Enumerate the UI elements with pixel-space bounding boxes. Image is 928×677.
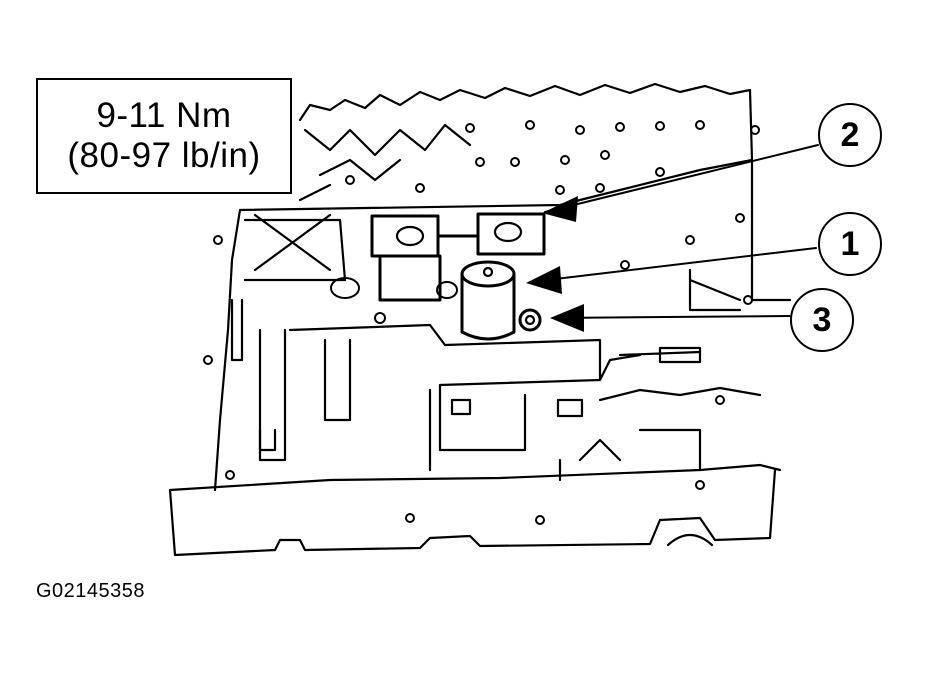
leader-line-1: [529, 247, 817, 283]
fluid-line: [618, 346, 702, 364]
bolt-hole: [735, 213, 745, 223]
arrowhead-3: [550, 304, 584, 332]
callout-1: 1: [818, 212, 882, 276]
torque-imperial: (80-97 lb/in): [67, 136, 261, 175]
bolt-hole: [555, 185, 565, 195]
bolt-hole: [510, 157, 520, 167]
leader-line-3: [552, 315, 791, 319]
bolt-hole: [620, 260, 630, 270]
callout-2: 2: [818, 103, 882, 167]
callout-3: 3: [790, 288, 854, 352]
mount-boss: [436, 281, 458, 299]
bolt-hole: [655, 121, 665, 131]
bolt-hole: [225, 470, 235, 480]
side-tube: [230, 298, 277, 452]
leader-line-2: [544, 144, 819, 213]
bolt-hole: [695, 480, 705, 490]
solenoid-body: [460, 272, 516, 341]
bolt-hole: [750, 125, 760, 135]
solenoid-bracket-right: [476, 212, 546, 256]
bracket-bridge: [378, 234, 480, 302]
small-cutout-1: [450, 398, 472, 416]
bottom-hook: [666, 533, 714, 547]
solenoid-top: [460, 260, 516, 288]
bolt-hole: [685, 235, 695, 245]
bracket-hole-left: [395, 225, 425, 247]
solenoid-pin: [482, 266, 494, 278]
figure-code: G02145358: [36, 580, 146, 602]
bolt-hole: [203, 355, 213, 365]
retaining-bolt: [518, 308, 542, 332]
bolt-hole: [213, 235, 223, 245]
bolt-hole: [715, 395, 725, 405]
bolt-hole: [595, 183, 605, 193]
bolt-hole: [695, 120, 705, 130]
mount-boss: [330, 277, 360, 299]
bolt-hole: [600, 150, 610, 160]
small-cutout-2: [556, 398, 584, 418]
bolt-hole: [560, 155, 570, 165]
bolt-hole: [465, 123, 475, 133]
bolt-hole: [575, 125, 585, 135]
arrowhead-1: [526, 266, 562, 294]
lower-right-detail: [558, 386, 762, 482]
torque-spec-box: 9-11 Nm (80-97 lb/in): [36, 78, 292, 194]
x-brace: [243, 213, 347, 282]
casting-ribs: [298, 123, 472, 202]
solenoid-bracket-left: [370, 214, 440, 258]
bolt-hole: [525, 120, 535, 130]
right-edge-detail: [688, 268, 742, 312]
torque-metric: 9-11 Nm: [96, 96, 232, 135]
casting-outline-top: [298, 82, 754, 162]
bolt-hole: [475, 157, 485, 167]
bolt-hole: [743, 295, 753, 305]
bolt-hole: [415, 183, 425, 193]
bolt-hole: [615, 122, 625, 132]
bracket-hole-right: [493, 221, 523, 243]
bolt-hole: [535, 515, 545, 525]
bolt-hole: [345, 175, 355, 185]
bolt-hole: [655, 167, 665, 177]
retaining-bolt-head: [524, 314, 536, 326]
arrowhead-2: [542, 196, 578, 222]
bolt-hole: [374, 312, 386, 324]
bolt-hole: [405, 513, 415, 523]
main-plate-outline: [213, 158, 792, 492]
valve-body-panels: [258, 323, 642, 472]
lower-housing-outline: [168, 463, 782, 557]
